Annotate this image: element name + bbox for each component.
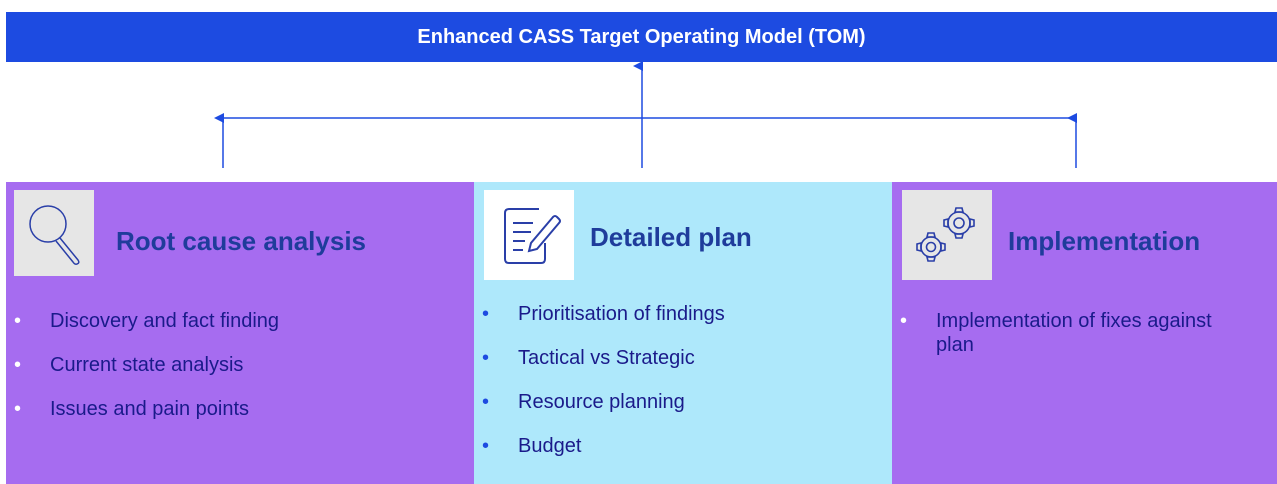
panel-title: Detailed plan [590,222,752,252]
list-item: Resource planning [482,390,725,414]
tom-banner: Enhanced CASS Target Operating Model (TO… [6,12,1277,62]
list-item: Budget [482,434,725,458]
tom-title: Enhanced CASS Target Operating Model (TO… [417,25,866,48]
panel-title: Implementation [1008,226,1201,256]
gears-icon [902,190,992,280]
list-item: Implementation of fixes against plan [900,309,1230,357]
bullet-list: Prioritisation of findings Tactical vs S… [482,302,725,478]
bullet-list: Discovery and fact finding Current state… [14,309,279,441]
bullet-list: Implementation of fixes against plan [900,309,1230,377]
list-item: Tactical vs Strategic [482,346,725,370]
list-item: Current state analysis [14,353,279,377]
list-item: Prioritisation of findings [482,302,725,326]
list-item: Discovery and fact finding [14,309,279,333]
panel-detailed-plan: Detailed plan Prioritisation of findings… [474,182,892,484]
magnifier-icon [14,190,94,276]
panel-implementation: Implementation Implementation of fixes a… [892,182,1277,484]
panel-root-cause-analysis: Root cause analysis Discovery and fact f… [6,182,474,484]
list-item: Issues and pain points [14,397,279,421]
document-edit-icon [484,190,574,280]
panel-title: Root cause analysis [116,226,366,256]
